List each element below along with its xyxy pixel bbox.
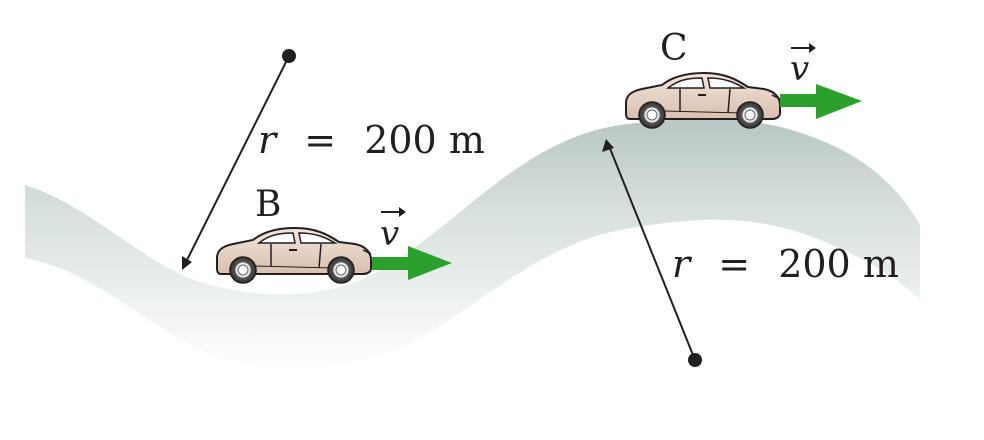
road-surface [25,118,920,370]
radius-line-b [182,49,296,270]
car-label-b: B [255,184,281,225]
svg-text:v: v [790,49,809,89]
car-b [216,227,372,284]
svg-text:v: v [380,214,399,254]
center-point-c [688,353,702,367]
center-point-b [282,49,296,63]
radius-label-c: r = 200 m [672,242,899,286]
car-c [625,72,781,129]
radius-label-b: r = 200 m [258,118,485,162]
velocity-arrow-c [780,84,862,119]
velocity-symbol-b: v [380,207,406,254]
car-label-c: C [660,28,688,69]
radius-line-c [602,139,702,367]
velocity-symbol-c: v [790,43,816,89]
velocity-arrow-b [372,246,452,280]
